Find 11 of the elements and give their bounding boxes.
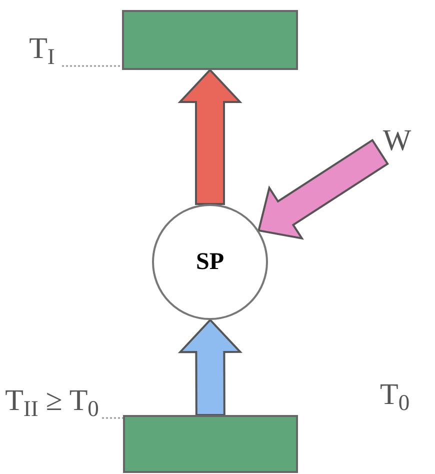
- reservoir-box: [123, 415, 298, 473]
- leader-line: [102, 417, 123, 419]
- reservoir-box: [122, 10, 298, 70]
- node-label: T$_{I}$: [22, 28, 62, 70]
- node-label: T$_{II}$ ≥ T$_{0}$: [2, 380, 102, 422]
- temperature-label: T$_{0}$: [380, 380, 410, 410]
- block-arrow: [257, 138, 389, 240]
- block-arrow: [178, 318, 242, 416]
- leader-line: [62, 65, 122, 67]
- node-label: W: [380, 122, 414, 160]
- block-arrow: [178, 68, 242, 205]
